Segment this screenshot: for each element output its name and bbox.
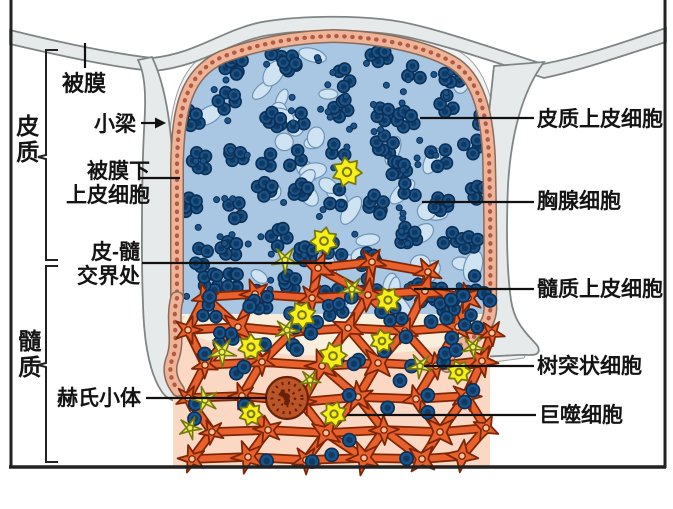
- label-junction-line2: 交界处: [77, 264, 140, 288]
- leader-lines: [83, 43, 536, 417]
- label-medulla-region: 髓质: [14, 329, 41, 381]
- cortex-bracket: [37, 49, 58, 261]
- medulla-bracket: [37, 265, 58, 463]
- subcapsular-border: [163, 28, 498, 397]
- frame-lines: [9, 0, 667, 469]
- label-capsule: 被膜: [62, 71, 107, 96]
- label-subcapsular-line1: 被膜下: [87, 160, 150, 183]
- label-thymocyte: 胸腺细胞: [537, 190, 621, 213]
- trabecula-arrowhead-icon: [155, 117, 166, 129]
- label-cortex-region: 皮质: [12, 114, 39, 166]
- label-subcapsular-epithelial: 被膜下 上皮细胞: [52, 160, 150, 207]
- yellow-cells: [178, 156, 486, 441]
- label-junction-line1: 皮-髓: [91, 241, 140, 264]
- label-cortico-medullary-junction: 皮-髓 交界处: [52, 241, 140, 288]
- label-dendritic-cell: 树突状细胞: [537, 355, 642, 378]
- label-subcapsular-line2: 上皮细胞: [66, 183, 150, 207]
- label-macrophage: 巨噬细胞: [539, 404, 623, 427]
- label-hassall-corpuscle: 赫氏小体: [57, 387, 141, 410]
- region-brackets: [37, 49, 58, 463]
- label-trabecula: 小梁: [94, 113, 136, 136]
- label-cortical-epithelial: 皮质上皮细胞: [537, 108, 663, 131]
- label-medullary-epithelial: 髓质上皮细胞: [537, 278, 663, 301]
